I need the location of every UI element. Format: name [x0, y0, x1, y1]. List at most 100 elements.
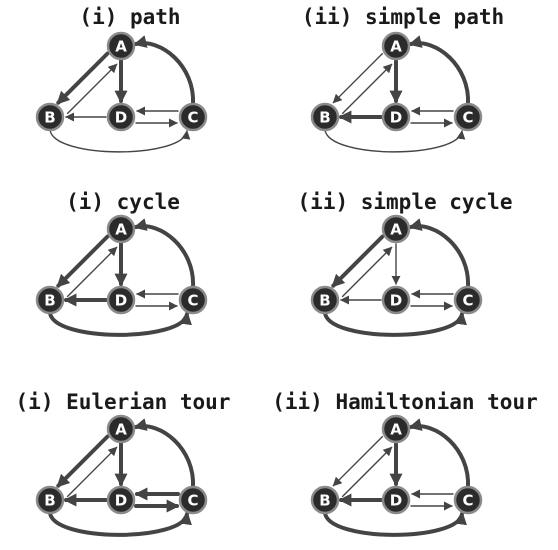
node-label: D: [115, 492, 127, 510]
edge-b-c: [48, 511, 192, 537]
node-label: A: [115, 38, 127, 56]
node-circle: [381, 102, 411, 132]
node-b: B: [310, 485, 340, 515]
edge-b-a: [66, 63, 118, 115]
node-label: D: [390, 492, 402, 510]
node-label: C: [462, 109, 473, 127]
node-a: A: [106, 31, 136, 61]
edge-a-b: [56, 434, 110, 488]
edge-b-a: [341, 446, 393, 498]
node-label: D: [390, 109, 402, 127]
edge-a-b: [56, 51, 110, 105]
node-circle: [453, 285, 483, 315]
edge-b-c: [323, 311, 467, 337]
node-label: B: [319, 292, 330, 310]
edge-c-a: [133, 418, 196, 489]
node-a: A: [381, 214, 411, 244]
edge-c-a: [408, 418, 471, 489]
node-label: D: [115, 292, 127, 310]
node-c: C: [453, 285, 483, 315]
node-circle: [453, 485, 483, 515]
edge-b-a: [66, 246, 118, 298]
node-b: B: [310, 285, 340, 315]
node-label: A: [390, 38, 402, 56]
node-circle: [178, 485, 208, 515]
edge-a-b: [331, 234, 385, 288]
node-d: D: [381, 485, 411, 515]
node-circle: [106, 102, 136, 132]
edge-b-a: [341, 63, 393, 115]
panel-title: (ii) Hamiltonian tour: [272, 390, 538, 414]
panel-title: (i) cycle: [66, 190, 180, 214]
node-circle: [106, 31, 136, 61]
node-d: D: [381, 102, 411, 132]
edge-c-a: [133, 218, 196, 289]
edge-b-a: [66, 446, 118, 498]
node-circle: [381, 31, 411, 61]
edge-c-a: [408, 218, 471, 289]
node-label: B: [44, 109, 55, 127]
node-b: B: [35, 485, 65, 515]
node-circle: [381, 414, 411, 444]
node-label: C: [462, 492, 473, 510]
node-c: C: [178, 285, 208, 315]
edge-b-c: [48, 311, 192, 337]
node-label: C: [462, 292, 473, 310]
node-c: C: [178, 485, 208, 515]
node-a: A: [106, 414, 136, 444]
node-b: B: [35, 102, 65, 132]
panel-title: (ii) simple cycle: [298, 190, 513, 214]
node-circle: [106, 214, 136, 244]
node-c: C: [453, 485, 483, 515]
node-label: B: [44, 492, 55, 510]
panel-title: (i) Eulerian tour: [16, 390, 231, 414]
node-label: C: [187, 109, 198, 127]
node-circle: [35, 485, 65, 515]
edge-c-a: [408, 35, 471, 106]
node-label: C: [187, 492, 198, 510]
node-label: D: [390, 292, 402, 310]
edge-a-b: [332, 52, 384, 104]
node-circle: [106, 285, 136, 315]
node-circle: [381, 485, 411, 515]
node-d: D: [106, 102, 136, 132]
node-label: A: [115, 421, 127, 439]
node-a: A: [106, 214, 136, 244]
node-circle: [178, 102, 208, 132]
edge-b-a: [341, 246, 393, 298]
node-a: A: [381, 414, 411, 444]
node-label: A: [390, 421, 402, 439]
node-b: B: [35, 285, 65, 315]
edge-b-c: [324, 129, 466, 153]
edge-c-a: [133, 35, 196, 106]
node-label: C: [187, 292, 198, 310]
node-label: B: [319, 492, 330, 510]
node-label: B: [319, 109, 330, 127]
node-c: C: [178, 102, 208, 132]
panel-title: (ii) simple path: [302, 5, 504, 29]
node-circle: [310, 485, 340, 515]
node-circle: [35, 285, 65, 315]
node-label: A: [115, 221, 127, 239]
node-circle: [106, 485, 136, 515]
node-label: A: [390, 221, 402, 239]
node-label: D: [115, 109, 127, 127]
node-a: A: [381, 31, 411, 61]
edge-a-b: [56, 234, 110, 288]
node-c: C: [453, 102, 483, 132]
edge-b-c: [49, 129, 191, 153]
node-d: D: [106, 485, 136, 515]
node-circle: [453, 102, 483, 132]
node-d: D: [381, 285, 411, 315]
edge-b-c: [323, 511, 467, 537]
panel-title: (i) path: [79, 5, 180, 29]
edge-a-b: [332, 435, 384, 487]
